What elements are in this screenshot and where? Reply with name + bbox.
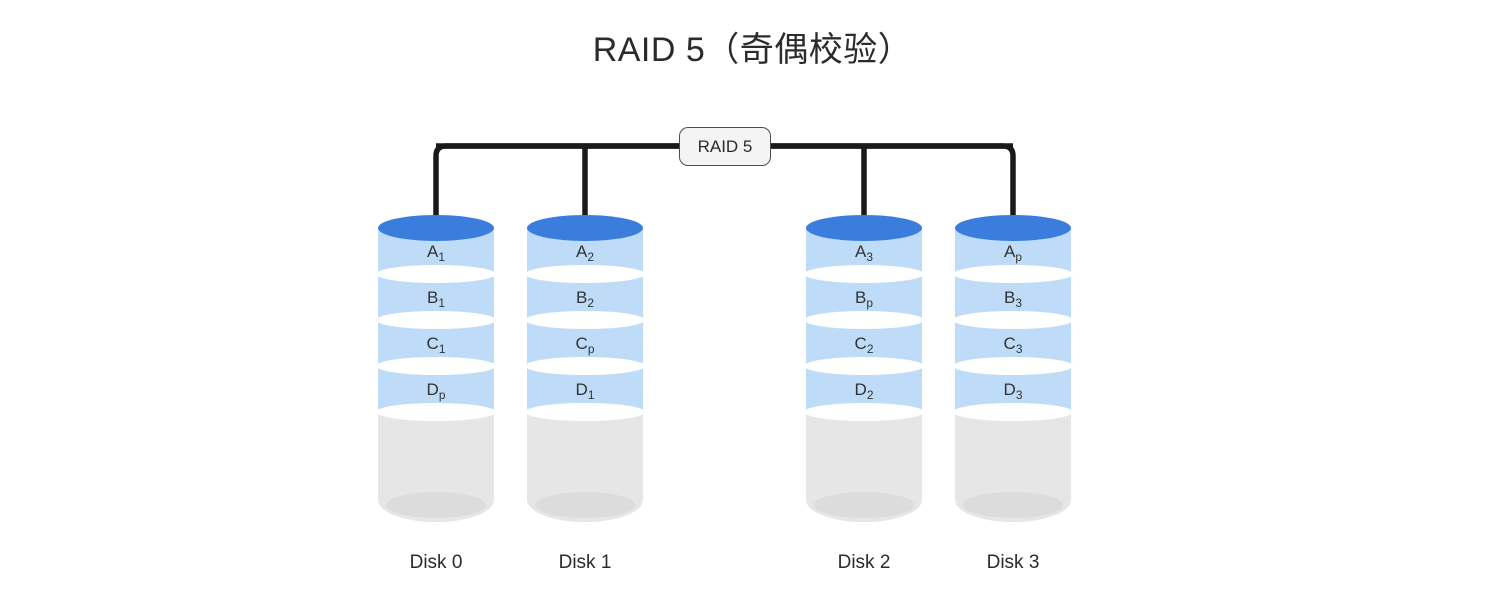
stripe-label: C2 — [854, 333, 874, 356]
raid-controller-label: RAID 5 — [697, 136, 753, 156]
stripe-label: D3 — [1003, 379, 1023, 402]
disk-cylinder: A1 B1 C1 Dp — [376, 215, 496, 535]
disk-top-ellipse — [806, 215, 922, 241]
disk-stripe-list: Ap B3 C3 D3 — [953, 228, 1073, 421]
stripe-label: Cp — [575, 333, 595, 356]
stripe-label: D2 — [854, 379, 874, 402]
stripe-label: A1 — [427, 241, 445, 264]
disk-top-ellipse — [955, 215, 1071, 241]
disk-name-label: Disk 3 — [986, 552, 1040, 573]
raid-controller-box[interactable]: RAID 5 — [679, 127, 771, 166]
stripe-label: B3 — [1004, 287, 1022, 310]
disk-cylinder: Ap B3 C3 D3 — [953, 215, 1073, 535]
disk-2[interactable]: A3 Bp C2 D2 Disk 2 — [804, 215, 924, 573]
stripe-label: C1 — [426, 333, 446, 356]
disk-stripe-list: A3 Bp C2 D2 — [804, 228, 924, 421]
stripe-label: D1 — [575, 379, 595, 402]
disk-name-label: Disk 0 — [409, 552, 463, 573]
disk-stripe-list: A2 B2 Cp D1 — [525, 228, 645, 421]
page-title: RAID 5（奇偶校验） — [592, 31, 913, 69]
stripe-label: Bp — [855, 287, 873, 310]
stripe-label: Dp — [426, 379, 446, 402]
stripe-label: Ap — [1004, 241, 1022, 264]
disk-top-ellipse — [378, 215, 494, 241]
disk-cylinder: A2 B2 Cp D1 — [525, 215, 645, 535]
stripe-label: A3 — [855, 241, 873, 264]
stripe-label: B1 — [427, 287, 445, 310]
stripe-label: C3 — [1003, 333, 1023, 356]
disk-cylinder: A3 Bp C2 D2 — [804, 215, 924, 535]
stripe-label: A2 — [576, 241, 594, 264]
disk-top-ellipse — [527, 215, 643, 241]
disk-0[interactable]: A1 B1 C1 Dp Disk 0 — [376, 215, 496, 573]
disk-1[interactable]: A2 B2 Cp D1 Disk 1 — [525, 215, 645, 573]
disk-3[interactable]: Ap B3 C3 D3 Disk 3 — [953, 215, 1073, 573]
disk-name-label: Disk 1 — [558, 552, 612, 573]
stripe-label: B2 — [576, 287, 594, 310]
disk-name-label: Disk 2 — [837, 552, 891, 573]
disk-stripe-list: A1 B1 C1 Dp — [376, 228, 496, 421]
